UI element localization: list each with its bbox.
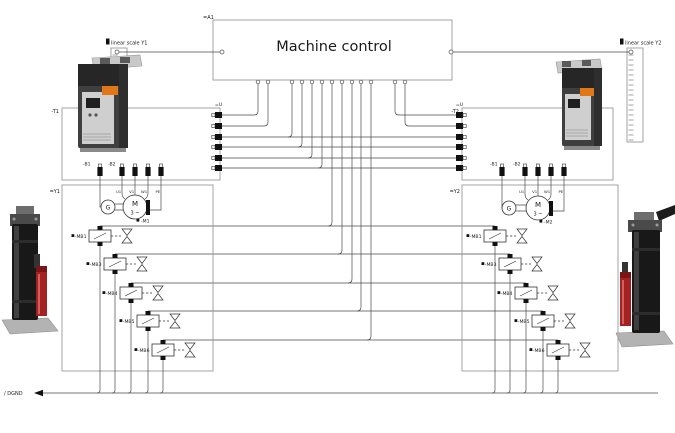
motor-left-tag: -M1 <box>141 219 150 225</box>
sensor-left-b1-label: -B1 <box>83 162 91 168</box>
drive-right-port-column <box>455 111 467 172</box>
drive-left-port-column <box>211 111 223 172</box>
drive-left-photo <box>78 54 143 152</box>
mc-bottom-terminals <box>255 79 408 85</box>
motor-right-v1: V1 <box>532 189 538 194</box>
valve-label: -MB3 <box>485 262 497 268</box>
motor-right-u1: U1 <box>519 189 525 194</box>
motor-right-w1: W1 <box>544 189 551 194</box>
valve-label: -MB5 <box>123 319 135 325</box>
valve-right-4: -MB5 <box>514 310 576 332</box>
plug-marker-icon <box>539 219 543 223</box>
linear-scale-left-label: linear scale Y1 <box>111 41 147 47</box>
station-left-box <box>61 184 214 372</box>
plug-marker-icon <box>497 291 501 294</box>
plug-marker-icon <box>134 348 138 351</box>
plug-marker-icon <box>102 291 106 294</box>
valve-left-1: -MB1 <box>71 225 133 247</box>
drive-right-tag: -T2 <box>451 109 459 115</box>
valve-bus-wires <box>100 225 558 341</box>
valve-left-5: -MB6 <box>134 339 196 361</box>
valve-ground-wires-left <box>96 246 164 394</box>
motor-left-w1: W1 <box>141 189 148 194</box>
valve-right-1: -MB1 <box>466 225 528 247</box>
valve-ground-wires-right <box>491 246 559 394</box>
linear-scale-right: linear scale Y2 <box>620 38 661 143</box>
linear-scale-right-label: linear scale Y2 <box>625 41 661 47</box>
sensor-right-b1-label: -B1 <box>490 162 498 168</box>
sensor-right-b2-label: -B2 <box>513 162 521 168</box>
motor-left-pe-bar <box>146 200 150 215</box>
generator-left-letter: G <box>106 205 111 212</box>
valve-label: -MB4 <box>106 291 118 297</box>
plug-marker-icon <box>86 262 90 265</box>
machine-control-title: Machine control <box>276 39 392 55</box>
valve-label: -MB6 <box>138 348 150 354</box>
mc-left-terminal <box>219 49 225 55</box>
valve-right-2: -MB3 <box>481 253 543 275</box>
drive-row-wires <box>222 136 456 169</box>
dgnd-arrow-icon <box>34 389 43 397</box>
motor-left-u1: U1 <box>116 189 122 194</box>
motor-right-pe: PE <box>558 189 563 194</box>
generator-left-symbol <box>100 199 116 215</box>
motor-right-wires <box>501 176 565 212</box>
drive-left-tag: -T1 <box>51 109 59 115</box>
drive-right-photo <box>555 58 603 150</box>
station-left-tag: =Y1 <box>50 189 60 195</box>
valve-label: -MB6 <box>533 348 545 354</box>
plug-marker-icon <box>481 262 485 265</box>
plug-marker-icon <box>119 319 123 322</box>
plug-marker-icon <box>136 218 140 222</box>
generator-right-symbol <box>501 200 517 216</box>
scale-right-ruler <box>626 47 644 143</box>
scale-right-marker-icon <box>620 38 624 45</box>
station-right-tag: =Y2 <box>450 189 460 195</box>
plug-marker-icon <box>466 234 470 237</box>
motor-left-phase: 3 ~ <box>131 211 140 217</box>
motor-right-phase: 3 ~ <box>534 212 543 218</box>
mc-wires <box>222 84 456 341</box>
plug-marker-icon <box>529 348 533 351</box>
valve-label: -MB4 <box>501 291 513 297</box>
pump-left-photo <box>1 206 59 335</box>
scale-right-ticks <box>628 54 634 141</box>
dgnd-label: / DGND <box>4 391 23 397</box>
plug-marker-icon <box>514 319 518 322</box>
motor-right-pe-bar <box>549 201 553 216</box>
drive-right-port-tag: =U <box>456 102 463 108</box>
mc-right-terminal <box>448 49 454 55</box>
sensor-left-b2-label: -B2 <box>108 162 116 168</box>
motor-left-letter: M <box>132 200 138 208</box>
motor-left-pe: PE <box>155 189 160 194</box>
drive-right-bottom-plugs <box>498 163 568 177</box>
machine-control-tag: =A1 <box>203 15 214 21</box>
valve-label: -MB1 <box>75 234 87 240</box>
valve-label: -MB1 <box>470 234 482 240</box>
motor-right-letter: M <box>535 201 541 209</box>
valve-label: -MB5 <box>518 319 530 325</box>
valve-right-5: -MB6 <box>529 339 591 361</box>
pump-right-photo <box>615 205 675 348</box>
valve-left-2: -MB3 <box>86 253 148 275</box>
motor-left-v1: V1 <box>129 189 135 194</box>
valve-left-3: -MB4 <box>102 282 164 304</box>
valve-right-3: -MB4 <box>497 282 559 304</box>
motor-right-tag: -M2 <box>544 220 553 226</box>
valve-label: -MB3 <box>90 262 102 268</box>
scale-left-marker-icon <box>106 38 110 45</box>
drive-left-port-tag: =U <box>215 102 222 108</box>
plug-marker-icon <box>71 234 75 237</box>
valve-left-4: -MB5 <box>119 310 181 332</box>
motor-left-wires <box>99 176 162 211</box>
generator-right-letter: G <box>507 206 512 213</box>
station-right-box <box>461 184 619 372</box>
